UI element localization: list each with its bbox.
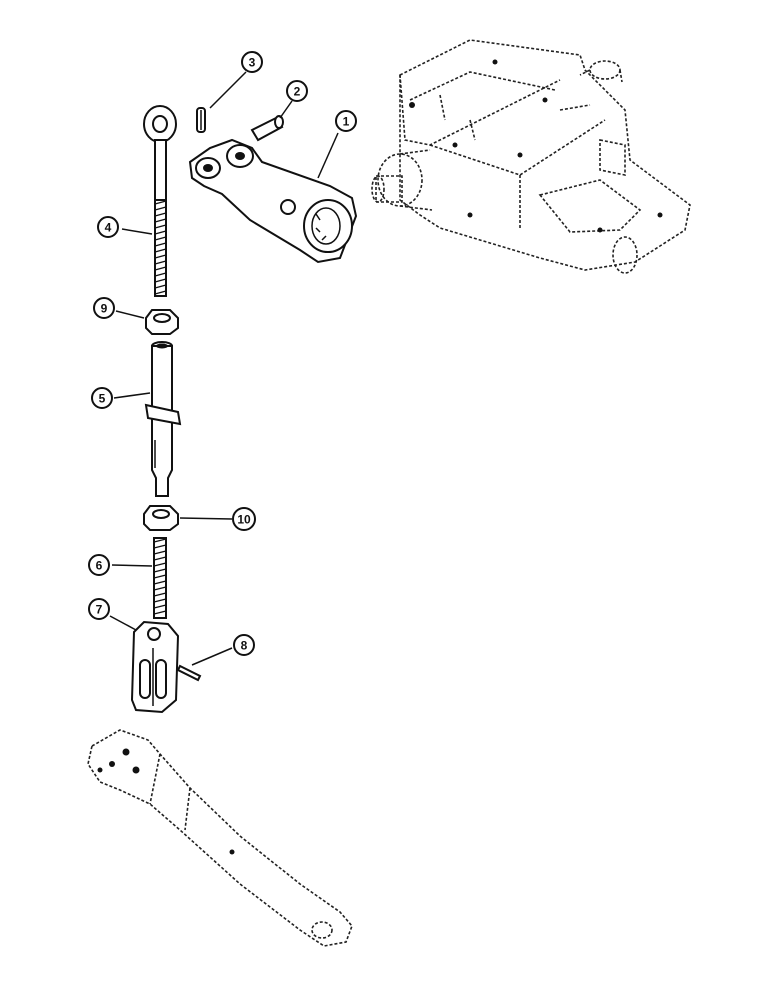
callout-5: 5 — [91, 387, 113, 409]
leader-lines — [109, 71, 339, 666]
leader-10 — [179, 517, 233, 520]
leader-7 — [109, 615, 137, 631]
svg-text:2: 2 — [294, 85, 301, 99]
svg-text:5: 5 — [99, 392, 106, 406]
adjusting-sleeve — [144, 341, 182, 497]
callout-7: 7 — [88, 598, 110, 620]
leader-1 — [317, 132, 339, 179]
pin — [250, 115, 284, 142]
transmission-housing — [371, 39, 691, 274]
svg-text:9: 9 — [101, 302, 108, 316]
svg-text:8: 8 — [241, 639, 248, 653]
clevis — [130, 620, 180, 714]
leader-9 — [115, 310, 145, 319]
leader-5 — [113, 392, 151, 399]
callout-3: 3 — [241, 51, 263, 73]
lower-nut — [143, 505, 179, 531]
upper-nut — [145, 309, 179, 335]
callout-8: 8 — [233, 634, 255, 656]
leader-4 — [121, 228, 153, 235]
svg-text:4: 4 — [105, 221, 112, 235]
leader-8 — [191, 647, 233, 666]
callout-9: 9 — [93, 297, 115, 319]
clevis-pin — [176, 664, 202, 682]
svg-text:10: 10 — [237, 513, 251, 527]
callout-4: 4 — [97, 216, 119, 238]
leader-2 — [279, 100, 293, 119]
lower-threaded-rod — [153, 537, 167, 619]
leader-3 — [209, 71, 247, 109]
upper-threaded-rod — [143, 105, 177, 297]
svg-text:3: 3 — [249, 56, 256, 70]
svg-text:7: 7 — [96, 603, 103, 617]
svg-text:1: 1 — [343, 115, 350, 129]
callout-6: 6 — [88, 554, 110, 576]
leader-6 — [111, 564, 153, 567]
callout-1: 1 — [335, 110, 357, 132]
lift-arm — [188, 138, 358, 264]
roll-pin — [196, 107, 206, 133]
lower-link — [87, 729, 353, 947]
svg-text:6: 6 — [96, 559, 103, 573]
callout-2: 2 — [286, 80, 308, 102]
callout-10: 10 — [232, 507, 256, 531]
